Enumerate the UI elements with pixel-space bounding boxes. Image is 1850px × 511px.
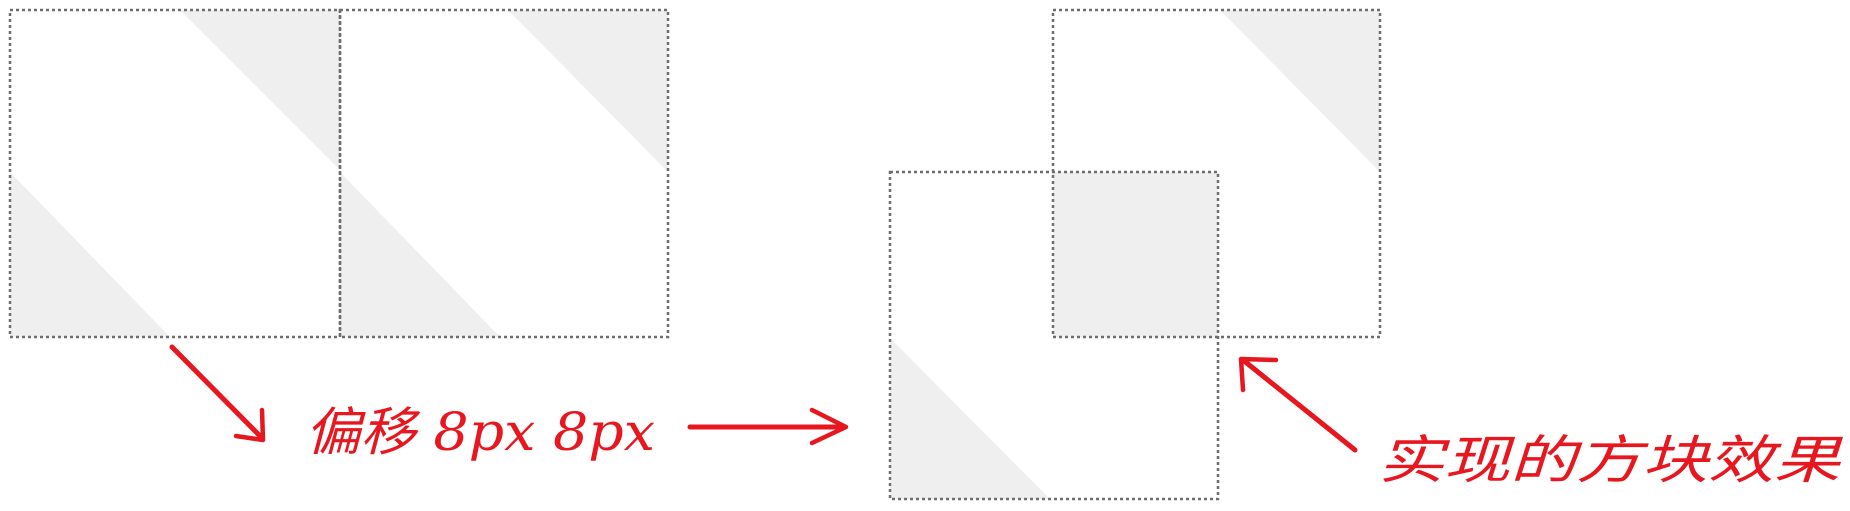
tile-2-top-right-triangle — [508, 10, 668, 172]
original-tile-pair — [8, 8, 670, 339]
diagonal-arrow-icon — [169, 344, 266, 443]
tile-2-bottom-left-triangle — [340, 172, 500, 337]
tile-2-dotted-border — [338, 8, 670, 339]
annotations — [169, 344, 1358, 453]
offset-tile-composite — [888, 8, 1382, 501]
result-label: 实现的方块效果 — [1378, 431, 1844, 491]
tile-1-bottom-left-triangle — [10, 172, 170, 337]
tile-1-top-right-triangle — [180, 10, 340, 170]
lower-tile-dotted-border — [888, 170, 1220, 501]
upper-tile-top-right-triangle — [1220, 10, 1380, 172]
up-left-arrow-icon — [1238, 356, 1358, 453]
overlap-square — [1053, 172, 1218, 337]
right-arrow-icon — [687, 407, 849, 446]
upper-tile-dotted-border — [1051, 8, 1382, 339]
offset-label: 偏移 8px 8px — [305, 403, 655, 463]
lower-tile-bottom-left-triangle — [890, 338, 1050, 499]
